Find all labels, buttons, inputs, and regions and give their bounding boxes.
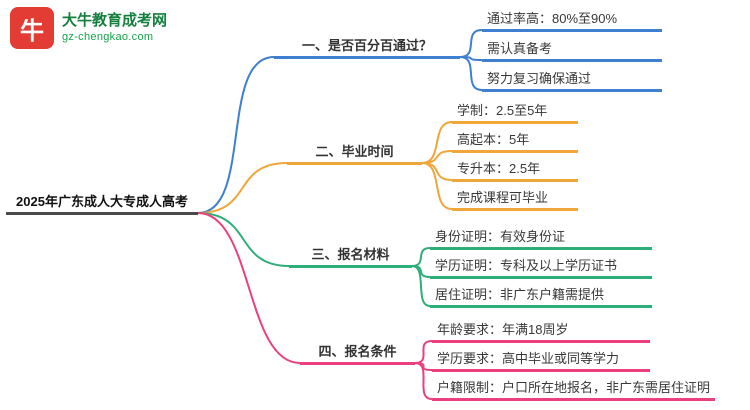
root-node[interactable]: 2025年广东成人大专成人高考: [6, 192, 198, 215]
leaf-label: 通过率高：80%至90%: [487, 11, 618, 26]
leaf-label: 年龄要求：年满18周岁: [437, 322, 569, 337]
leaf-label: 户籍限制：户口所在地报名，非广东需居住证明: [437, 380, 711, 395]
leaf-label: 需认真备考: [487, 41, 553, 56]
connector-line: [411, 247, 431, 267]
leaf-label: 完成课程可毕业: [457, 190, 549, 205]
site-logo[interactable]: 牛 大牛教育成考网 gz-chengkao.com: [10, 7, 167, 49]
branch-label: 三、报名材料: [311, 247, 390, 262]
connector-line: [421, 162, 453, 210]
connector-line: [197, 212, 290, 267]
leaf-label: 高起本：5年: [457, 132, 530, 147]
logo-title: 大牛教育成考网: [62, 11, 168, 29]
logo-bull-glyph: 牛: [20, 17, 44, 45]
connector-line: [197, 56, 275, 214]
logo-bull-icon: 牛: [10, 7, 54, 49]
connector-line: [414, 340, 433, 364]
branch-node-2[interactable]: 二、毕业时间: [287, 142, 422, 165]
leaf-node[interactable]: 学制：2.5至5年: [452, 101, 578, 124]
leaf-label: 学历证明：专科及以上学历证书: [435, 258, 618, 273]
leaf-label: 居住证明：非广东户籍需提供: [435, 287, 605, 302]
leaf-label: 努力复习确保通过: [487, 71, 592, 86]
branch-label: 二、毕业时间: [315, 144, 394, 159]
branch-label: 一、是否百分百通过？: [301, 38, 432, 53]
branch-node-4[interactable]: 四、报名条件: [300, 342, 415, 365]
root-label: 2025年广东成人大专成人高考: [16, 194, 188, 209]
branch-node-1[interactable]: 一、是否百分百通过？: [274, 36, 460, 59]
logo-subtitle: gz-chengkao.com: [62, 30, 154, 43]
leaf-node[interactable]: 学历证明：专科及以上学历证书: [430, 256, 652, 279]
connector-line: [411, 265, 431, 307]
leaf-label: 专升本：2.5年: [457, 161, 541, 176]
leaf-node[interactable]: 户籍限制：户口所在地报名，非广东需居住证明: [432, 378, 716, 401]
leaf-node[interactable]: 高起本：5年: [452, 130, 578, 153]
branch-label: 四、报名条件: [318, 344, 397, 359]
leaf-node[interactable]: 需认真备考: [482, 39, 662, 62]
connector-line: [459, 56, 483, 91]
leaf-node[interactable]: 身份证明：有效身份证: [430, 227, 652, 250]
leaf-label: 学制：2.5至5年: [457, 103, 548, 118]
leaf-node[interactable]: 通过率高：80%至90%: [482, 9, 662, 32]
connector-line: [421, 162, 453, 181]
leaf-node[interactable]: 居住证明：非广东户籍需提供: [430, 285, 652, 308]
logo-text: 大牛教育成考网 gz-chengkao.com: [62, 12, 167, 45]
connector-line: [459, 29, 483, 58]
leaf-node[interactable]: 学历要求：高中毕业或同等学力: [432, 349, 650, 372]
leaf-node[interactable]: 专升本：2.5年: [452, 159, 578, 182]
leaf-node[interactable]: 完成课程可毕业: [452, 188, 578, 211]
leaf-label: 学历要求：高中毕业或同等学力: [437, 351, 620, 366]
connector-line: [197, 212, 301, 364]
connector-line: [197, 162, 288, 214]
connector-line: [414, 362, 433, 400]
branch-node-3[interactable]: 三、报名材料: [289, 245, 412, 268]
leaf-label: 身份证明：有效身份证: [435, 229, 566, 244]
leaf-node[interactable]: 年龄要求：年满18周岁: [432, 320, 650, 343]
leaf-node[interactable]: 努力复习确保通过: [482, 69, 662, 92]
